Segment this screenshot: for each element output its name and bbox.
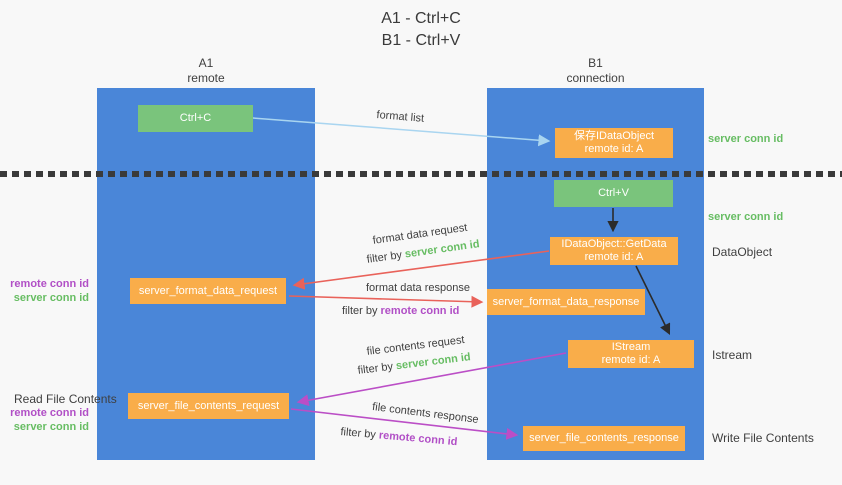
- ctrl-v-label: Ctrl+V: [598, 187, 629, 199]
- read-file-contents-annotation: Read File Contents: [14, 392, 117, 406]
- remote-conn-id-annotation-file: remote conn id: [10, 407, 89, 419]
- server-file-contents-response-label: server_file_contents_response: [529, 432, 679, 444]
- server-format-data-request-node: server_format_data_request: [130, 278, 286, 304]
- right-column-id: B1: [588, 56, 603, 70]
- getdata-node: IDataObject::GetData remote id: A: [550, 237, 678, 265]
- server-conn-id-annotation-format: server conn id: [13, 292, 89, 304]
- server-file-contents-request-label: server_file_contents_request: [137, 399, 280, 412]
- file-contents-response-filter-label: filter by remote conn id: [340, 426, 458, 448]
- server-format-data-response-node: server_format_data_response: [487, 289, 645, 315]
- ctrl-c-label: Ctrl+C: [179, 112, 212, 124]
- diagram-title: A1 - Ctrl+C B1 - Ctrl+V: [0, 8, 842, 52]
- server-format-data-request-label: server_format_data_request: [138, 284, 278, 297]
- right-column-header: B1 connection: [487, 56, 704, 86]
- server-file-contents-response-node: server_file_contents_response: [523, 426, 685, 451]
- istream-node: IStream remote id: A: [568, 340, 694, 368]
- server-conn-id-annotation-top: server conn id: [708, 133, 784, 145]
- left-column-subtitle: remote: [187, 71, 225, 85]
- save-idataobject-line2: remote id: A: [584, 143, 644, 155]
- ctrl-v-node: Ctrl+V: [554, 180, 673, 207]
- filter-by-text: filter by: [357, 360, 397, 377]
- getdata-line2: remote id: A: [584, 251, 644, 263]
- format-data-response-label: format data response: [366, 282, 470, 294]
- remote-conn-id-highlight: remote conn id: [380, 305, 460, 317]
- server-conn-id-highlight: server conn id: [395, 351, 472, 373]
- title-line-ctrl-c: A1 - Ctrl+C: [381, 10, 461, 27]
- title-line-ctrl-v: B1 - Ctrl+V: [381, 32, 461, 49]
- right-column-subtitle: connection: [566, 71, 625, 85]
- format-data-response-arrow: [288, 295, 484, 308]
- istream-line2: remote id: A: [601, 354, 661, 366]
- save-idataobject-line1: 保存IDataObject: [573, 130, 655, 142]
- server-conn-id-annotation-file: server conn id: [13, 421, 89, 433]
- istream-line1: IStream: [611, 341, 651, 353]
- server-conn-id-highlight: server conn id: [404, 238, 481, 261]
- filter-by-text: filter by: [366, 248, 406, 266]
- remote-conn-id-highlight: remote conn id: [378, 429, 458, 449]
- server-conn-id-annotation-mid: server conn id: [708, 211, 784, 223]
- remote-conn-id-annotation-format: remote conn id: [10, 278, 89, 290]
- filter-by-text: filter by: [342, 305, 381, 317]
- getdata-line1: IDataObject::GetData: [561, 238, 667, 250]
- server-format-data-response-label: server_format_data_response: [492, 295, 640, 308]
- dataobject-annotation: DataObject: [712, 245, 773, 259]
- phase-separator-dotted-line: [0, 171, 842, 177]
- left-column-header: A1 remote: [97, 56, 315, 86]
- file-contents-response-label: file contents response: [371, 401, 480, 426]
- left-column-id: A1: [198, 56, 214, 70]
- format-list-label: format list: [376, 109, 425, 125]
- filter-by-text: filter by: [339, 426, 380, 442]
- ctrl-c-node: Ctrl+C: [138, 105, 253, 132]
- format-data-response-filter-label: filter by remote conn id: [342, 305, 459, 317]
- server-file-contents-request-node: server_file_contents_request: [128, 393, 289, 419]
- save-idataobject-node: 保存IDataObject remote id: A: [555, 128, 673, 158]
- write-file-contents-annotation: Write File Contents: [712, 431, 814, 445]
- istream-annotation: Istream: [712, 348, 753, 362]
